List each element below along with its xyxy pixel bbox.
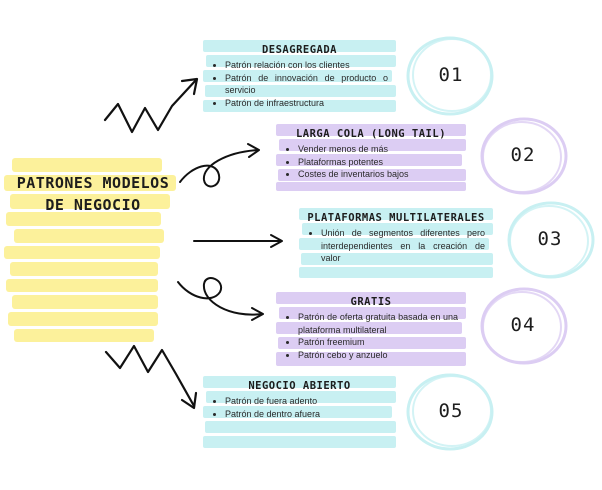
- center-title-line1: PATRONES MODELOS: [16, 174, 170, 192]
- card-number-2: 02: [510, 144, 536, 166]
- card-title: PLATAFORMAS MULTILATERALES: [307, 212, 485, 224]
- card-title: DESAGREGADA: [261, 44, 338, 56]
- list-item: Unión de segmentos diferentes pero inter…: [321, 227, 485, 265]
- center-title-line2: DE NEGOCIO: [45, 196, 141, 214]
- pattern-card-2: LARGA COLA (LONG TAIL) Vender menos de m…: [276, 124, 466, 191]
- list-item: Vender menos de más: [298, 143, 458, 156]
- pattern-card-1: DESAGREGADA Patrón relación con los clie…: [203, 40, 396, 114]
- circle-5: [406, 373, 494, 451]
- card-title: LARGA COLA (LONG TAIL): [295, 128, 447, 140]
- list-item: Patrón de infraestructura: [225, 97, 388, 110]
- circle-1: [406, 36, 494, 116]
- card-number-3: 03: [537, 228, 563, 250]
- circle-4: [480, 287, 568, 365]
- card-list: Vender menos de más Plataformas potentes…: [284, 143, 458, 181]
- card-list: Patrón de fuera adento Patrón de dentro …: [211, 395, 388, 420]
- circle-3: [507, 201, 595, 279]
- loop-arrow-down: [177, 277, 264, 321]
- list-item: Costes de inventarios bajos: [298, 168, 458, 181]
- circle-2: [480, 117, 568, 195]
- list-item: Patrón de oferta gratuita basada en una …: [298, 311, 458, 336]
- loop-arrow-up: [179, 143, 260, 188]
- card-title: GRATIS: [350, 296, 392, 308]
- pattern-card-5: NEGOCIO ABIERTO Patrón de fuera adento P…: [203, 376, 396, 454]
- zigzag-arrow-down: [104, 344, 198, 410]
- pattern-card-4: GRATIS Patrón de oferta gratuita basada …: [276, 292, 466, 368]
- list-item: Patrón relación con los clientes: [225, 59, 388, 72]
- card-list: Unión de segmentos diferentes pero inter…: [307, 227, 485, 265]
- zigzag-arrow-up: [103, 77, 199, 134]
- list-item: Patrón freemium: [298, 336, 458, 349]
- pattern-card-3: PLATAFORMAS MULTILATERALES Unión de segm…: [299, 208, 493, 278]
- card-list: Patrón relación con los clientes Patrón …: [211, 59, 388, 109]
- list-item: Patrón de innovación de producto o servi…: [225, 72, 388, 97]
- list-item: Plataformas potentes: [298, 156, 458, 169]
- card-list: Patrón de oferta gratuita basada en una …: [284, 311, 458, 361]
- list-item: Patrón de fuera adento: [225, 395, 388, 408]
- card-number-4: 04: [510, 314, 536, 336]
- straight-arrow: [193, 234, 283, 248]
- card-title: NEGOCIO ABIERTO: [248, 380, 351, 392]
- card-number-5: 05: [438, 400, 464, 422]
- card-number-1: 01: [438, 64, 464, 86]
- list-item: Patrón cebo y anzuelo: [298, 349, 458, 362]
- list-item: Patrón de dentro afuera: [225, 408, 388, 421]
- center-title: PATRONES MODELOS DE NEGOCIO: [8, 172, 178, 216]
